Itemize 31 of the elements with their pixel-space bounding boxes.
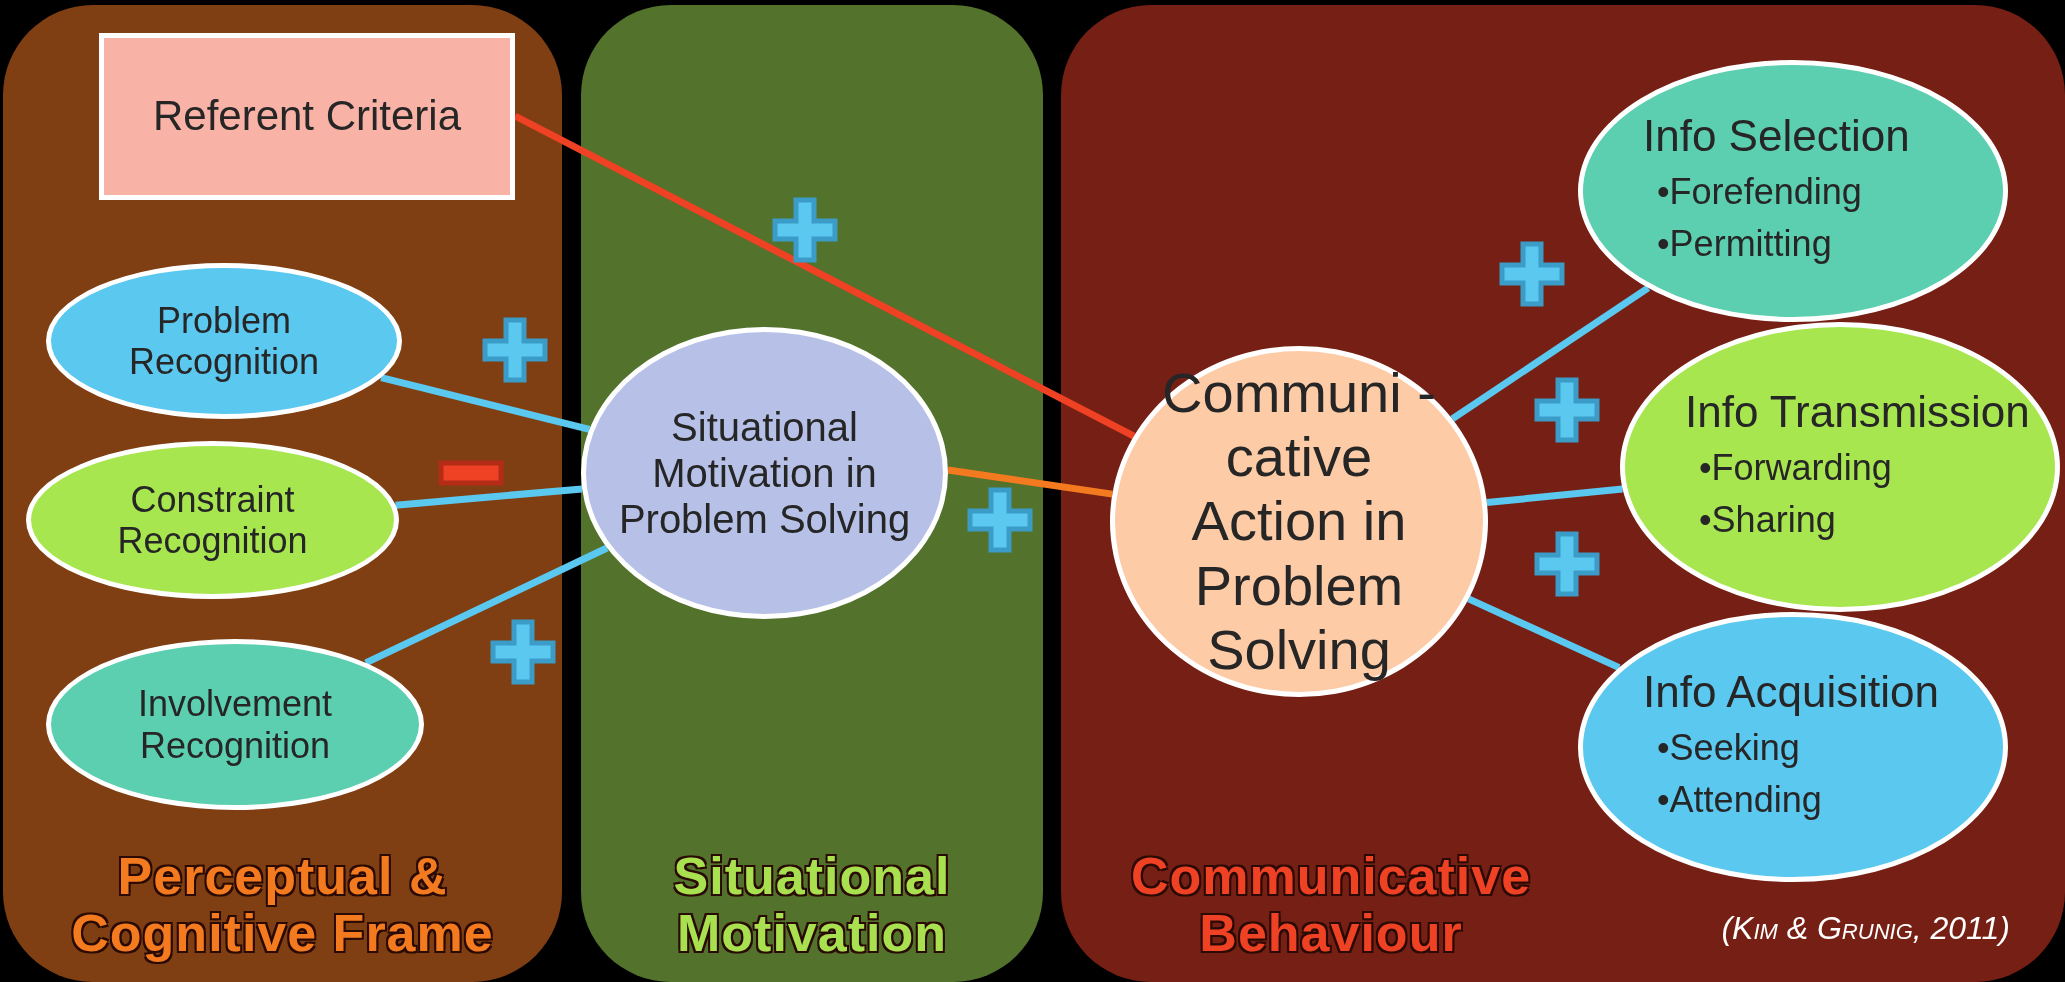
panel xyxy=(581,5,1043,982)
node-label: Constraint Recognition xyxy=(116,478,309,562)
bullet-item: •Sharing xyxy=(1699,498,1837,543)
bullet-item: •Permitting xyxy=(1657,222,1833,267)
node-heading: Info Selection xyxy=(1643,111,1910,160)
panel xyxy=(3,5,562,982)
node-label: Referent Criteria xyxy=(152,91,462,142)
bullet-item: •Forwarding xyxy=(1699,446,1892,490)
connector-line xyxy=(364,544,609,666)
node-heading: Info Transmission xyxy=(1685,387,2030,436)
node-label: Situational Motivation in Problem Solving xyxy=(617,404,912,542)
bullet-item: •Seeking xyxy=(1657,726,1801,770)
panel-heading: Situational Motivation xyxy=(672,847,952,962)
connector-line xyxy=(1450,285,1651,422)
connector-line xyxy=(395,485,583,509)
bullet-item: •Forefending xyxy=(1657,170,1862,214)
panel xyxy=(1061,5,2065,982)
connector-line xyxy=(513,112,1136,440)
rectangle-node xyxy=(99,33,515,200)
connector-line xyxy=(1486,485,1623,507)
citation: (Kim & Grunig, 2011) xyxy=(1721,910,2010,947)
connector-line xyxy=(947,466,1113,498)
node-label: Involvement Recognition xyxy=(136,683,334,766)
node-heading: Info Acquisition xyxy=(1643,667,1939,716)
connector-line xyxy=(1467,595,1621,671)
panel-heading: Communicative Behaviour xyxy=(1129,847,1533,962)
node-label: Problem Recognition xyxy=(127,299,321,383)
connector-line xyxy=(380,374,591,433)
bullet-item: •Attending xyxy=(1657,778,1822,823)
panel-heading: Perceptual & Cognitive Frame xyxy=(70,847,495,962)
node-label: Communi -cative Action in Problem Solving xyxy=(1161,360,1437,683)
